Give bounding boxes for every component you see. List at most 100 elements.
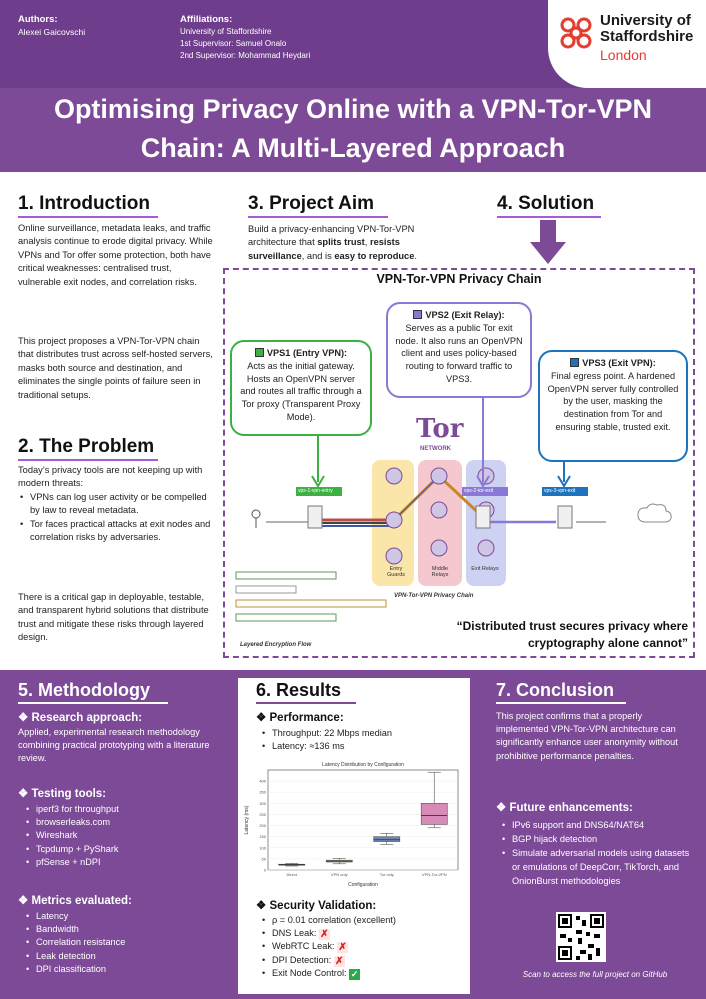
security-label: DPI Detection:	[272, 954, 332, 965]
results-underline	[256, 702, 356, 704]
affiliation-university: University of Staffordshire	[180, 27, 272, 36]
security-label: Exit Node Control:	[272, 967, 347, 978]
chart-y-tick: 200	[259, 823, 266, 828]
logo-text: University of Staffordshire	[600, 13, 693, 45]
list-item: BGP hijack detection	[500, 832, 696, 846]
security-label: ρ = 0.01 correlation (excellent)	[272, 915, 396, 925]
logo-line-2: Staffordshire	[600, 28, 694, 45]
security-label: DNS Leak:	[272, 928, 317, 939]
chart-y-tick: 150	[259, 834, 266, 839]
list-item: DPI classification	[24, 963, 214, 976]
affiliations-block: Affiliations: University of Staffordshir…	[180, 14, 310, 62]
chart-title: Latency Distribution by Configuration	[322, 762, 404, 768]
tools-list: iperf3 for throughput browserleaks.com W…	[24, 803, 214, 869]
aim-bold-3: easy to reproduce	[334, 250, 415, 261]
problem-underline	[18, 459, 158, 461]
solution-underline	[497, 216, 601, 218]
aim-heading: 3. Project Aim	[248, 193, 375, 214]
university-logo-icon	[560, 17, 592, 49]
vps2-square-icon	[413, 310, 423, 319]
future-heading: ❖ Future enhancements:	[496, 802, 633, 814]
conclusion-text: This project confirms that a properly im…	[496, 711, 678, 761]
aim-text-1: Build a privacy-enhancing VPN-Tor-VPN ar…	[248, 224, 415, 248]
aim-text-2: ,	[364, 237, 370, 248]
security-list: ρ = 0.01 correlation (excellent) DNS Lea…	[260, 914, 465, 980]
exit-relays-label: Exit Relays	[471, 566, 499, 572]
quote-line-2: cryptography alone cannot”	[527, 636, 688, 650]
cross-icon: ✗	[319, 929, 330, 941]
quote: “Distributed trust secures privacy where…	[388, 618, 688, 652]
qr-code-icon[interactable]	[556, 912, 606, 962]
list-item: DPI Detection: ✗	[260, 954, 465, 967]
future-list: IPv6 support and DNS64/NAT64 BGP hijack …	[500, 818, 696, 888]
encryption-caption: Layered Encryption Flow	[240, 642, 312, 648]
list-item: Tor faces practical attacks at exit node…	[18, 518, 214, 545]
chart-y-tick: 50	[262, 856, 267, 861]
list-item: ρ = 0.01 correlation (excellent)	[260, 914, 465, 927]
intro-paragraph-1: Online surveillance, metadata leaks, and…	[18, 223, 213, 287]
latency-boxplot: Latency Distribution by ConfigurationCon…	[244, 762, 459, 888]
vps2-text: Serves as a public Tor exit node. It als…	[395, 322, 523, 384]
problem-paragraph-2: There is a critical gap in deployable, t…	[18, 592, 209, 643]
cross-icon: ✗	[333, 955, 345, 967]
list-item: WebRTC Leak: ✗	[260, 940, 465, 954]
aim-text-3: , and is	[301, 250, 335, 261]
middle-relays-column	[418, 460, 462, 586]
chain-title: VPN-Tor-VPN Privacy Chain	[376, 272, 542, 286]
chart-x-tick: VPN-Tor-VPN	[422, 872, 447, 877]
author-name: Alexei Gaicovschi	[18, 27, 86, 37]
middle-relays-label: Middle Relays	[431, 566, 449, 578]
down-arrow-icon	[530, 220, 566, 264]
vps3-tag: vps-3-vpn-exit	[544, 488, 576, 494]
list-item: Leak detection	[24, 950, 214, 963]
scan-caption: Scan to access the full project on GitHu…	[522, 970, 668, 979]
aim-bold-2: resists surveillance	[248, 237, 400, 261]
chart-box	[420, 803, 448, 825]
performance-list: Throughput: 22 Mbps median Latency: ≈136…	[260, 727, 460, 754]
list-item: IPv6 support and DNS64/NAT64	[500, 818, 696, 832]
poster-title: Optimising Privacy Online with a VPN-Tor…	[0, 88, 706, 168]
metrics-list: Latency Bandwidth Correlation resistance…	[24, 910, 214, 976]
performance-heading: ❖ Performance:	[256, 712, 344, 724]
list-item: Wireshark	[24, 829, 214, 842]
diagram-caption: VPN-Tor-VPN Privacy Chain	[394, 593, 474, 599]
metrics-heading: ❖ Metrics evaluated:	[18, 895, 132, 907]
vps3-square-icon	[570, 358, 580, 367]
chart-y-tick: 0	[264, 868, 267, 873]
title-line-2: Chain: A Multi-Layered Approach	[140, 133, 566, 163]
research-heading: ❖ Research approach:	[18, 712, 143, 724]
affiliation-supervisor-2: 2nd Supervisor: Mohammad Heydari	[180, 51, 311, 60]
vps2-callout: VPS2 (Exit Relay): Serves as a public To…	[386, 302, 532, 398]
title-line-1: Optimising Privacy Online with a VPN-Tor…	[53, 94, 653, 124]
chart-y-tick: 250	[259, 812, 266, 817]
solution-heading: 4. Solution	[497, 193, 595, 214]
list-item: pfSense + nDPI	[24, 856, 214, 869]
authors-heading: Authors:	[18, 14, 58, 25]
quote-line-1: “Distributed trust secures privacy where	[456, 619, 688, 633]
logo-line-3: London	[600, 47, 647, 63]
aim-text-4: .	[414, 250, 417, 261]
list-item: Exit Node Control: ✓	[260, 967, 465, 980]
check-icon: ✓	[349, 968, 361, 980]
list-item: Throughput: 22 Mbps median	[260, 727, 460, 740]
aim-paragraph: Build a privacy-enhancing VPN-Tor-VPN ar…	[248, 223, 448, 263]
chart-y-label: Latency (ms)	[244, 805, 250, 834]
list-item: Latency	[24, 910, 214, 923]
list-item: DNS Leak: ✗	[260, 927, 465, 941]
vps1-tag: vps-1-vpn-entry	[298, 488, 333, 494]
chart-x-tick: VPN only	[331, 872, 348, 877]
results-heading: 6. Results	[256, 680, 342, 700]
problem-heading: 2. The Problem	[18, 436, 155, 457]
list-item: Correlation resistance	[24, 936, 214, 949]
vps1-title: VPS1 (Entry VPN):	[266, 348, 348, 358]
list-item: Latency: ≈136 ms	[260, 740, 460, 753]
vps2-title: VPS2 (Exit Relay):	[425, 310, 505, 320]
vps2-tag: vps-2-tor-exit	[464, 488, 494, 494]
vps1-text: Acts as the initial gateway. Hosts an Op…	[240, 360, 362, 422]
chart-y-tick: 350	[259, 790, 266, 795]
chart-y-tick: 400	[259, 779, 266, 784]
list-item: Tcpdump + PyShark	[24, 843, 214, 856]
authors-block: Authors: Alexei Gaicovschi	[18, 14, 85, 38]
chart-x-tick: Tor only	[380, 872, 394, 877]
affiliations-heading: Affiliations:	[180, 14, 233, 25]
